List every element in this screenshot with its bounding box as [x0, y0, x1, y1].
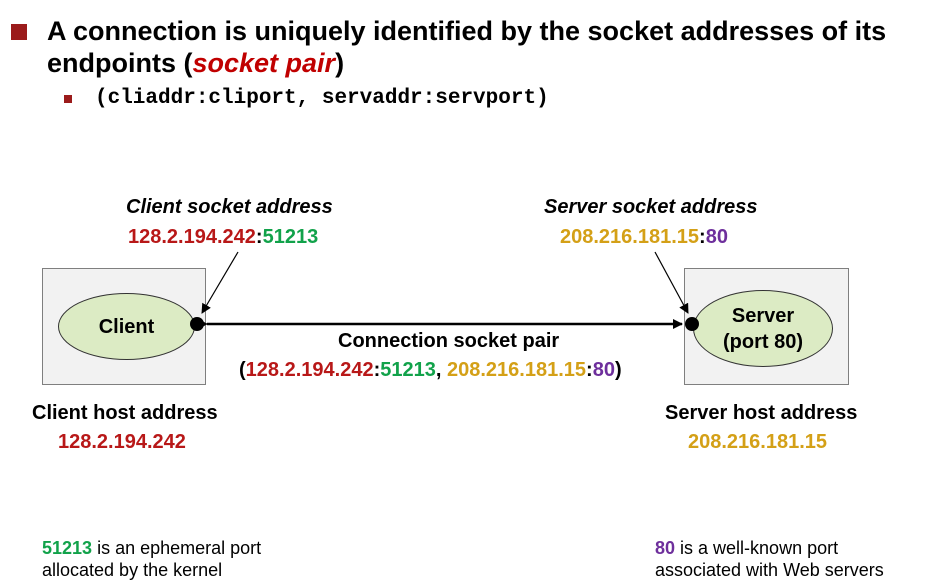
ephemeral-port-number: 51213: [42, 538, 93, 558]
client-endpoint-dot: [190, 317, 204, 331]
server-node-line1: Server: [731, 304, 795, 327]
client-socket-pointer: [201, 251, 239, 314]
server-node-line2: (port 80): [723, 330, 803, 353]
ephemeral-port-note: 51213 is an ephemeral port allocated by …: [42, 538, 262, 580]
heading: A connection is uniquely identified by t…: [47, 15, 927, 79]
server-socket-label: Server socket address: [544, 196, 758, 218]
server-host-label: Server host address: [665, 402, 858, 424]
pair-client-ip: 128.2.194.242: [245, 359, 374, 381]
heading-highlight: socket pair: [192, 48, 336, 78]
server-socket-address: 208.216.181.15:80: [560, 226, 728, 248]
heading-bullet: [11, 24, 27, 40]
server-host-ip: 208.216.181.15: [688, 431, 828, 453]
client-host-ip: 128.2.194.242: [58, 431, 186, 453]
well-known-port-number: 80: [655, 538, 676, 558]
client-socket-ip: 128.2.194.242: [128, 226, 256, 248]
server-node: Server (port 80): [693, 290, 833, 367]
client-socket-port: 51213: [262, 226, 319, 248]
pair-server-port: 80: [592, 359, 615, 381]
server-socket-pointer: [654, 251, 689, 314]
client-host-label: Client host address: [32, 402, 218, 424]
well-known-port-note: 80 is a well-known port associated with …: [655, 538, 884, 580]
server-socket-port: 80: [705, 226, 728, 248]
socket-pair-syntax: (cliaddr:cliport, servaddr:servport): [95, 87, 549, 110]
client-socket-address: 128.2.194.242:51213: [128, 226, 319, 248]
client-node-label: Client: [98, 315, 155, 338]
pair-client-port: 51213: [380, 359, 436, 381]
pair-server-ip: 208.216.181.15: [447, 359, 587, 381]
server-socket-ip: 208.216.181.15: [560, 226, 700, 248]
heading-text: A connection is uniquely identified by t…: [47, 16, 887, 78]
connection-pair: (128.2.194.242:51213, 208.216.181.15:80): [239, 359, 622, 381]
client-socket-label: Client socket address: [126, 196, 333, 218]
server-endpoint-dot: [685, 317, 699, 331]
client-node: Client: [58, 293, 195, 360]
connection-label: Connection socket pair: [338, 330, 560, 352]
heading-close: ): [335, 48, 345, 78]
sub-bullet-marker: [64, 95, 72, 103]
server-node-label: Server (port 80): [723, 303, 803, 355]
